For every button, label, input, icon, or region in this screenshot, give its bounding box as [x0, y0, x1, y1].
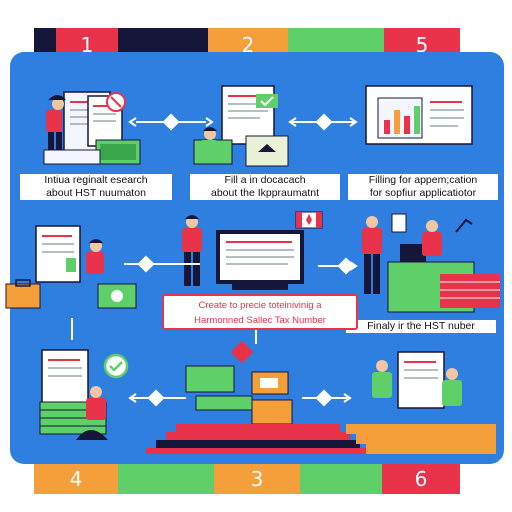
- scene-computer: [182, 211, 323, 290]
- bottom-step-bar: 4 3 6: [34, 464, 460, 494]
- scene-final-number: [346, 351, 496, 454]
- step-6-badge: 6: [382, 464, 460, 494]
- bottom-bar-green: [118, 464, 214, 494]
- step-6-label: 6: [414, 467, 428, 491]
- scene-approval: [39, 349, 129, 440]
- scene-fill-documents: [193, 85, 289, 167]
- connector-2-5: [288, 113, 358, 131]
- caption-step-1: Intiua reginalt esearch about HSТ nuumat…: [20, 174, 172, 200]
- scene-application: [365, 85, 473, 145]
- connector-1-2: [128, 113, 214, 131]
- scene-stacked-blocks: [146, 340, 370, 454]
- scene-compare-docs: [5, 225, 137, 309]
- hst-banner: Create to precie toteinivinig a Harmonne…: [162, 294, 358, 330]
- step-3-badge: 3: [214, 464, 300, 494]
- caption-step-2: Fill a in docacach about the Ikppraumatn…: [190, 174, 340, 200]
- scene-desk-meeting: [362, 213, 500, 313]
- step-3-label: 3: [250, 467, 264, 491]
- step-2-label: 2: [241, 33, 255, 57]
- step-5-label: 5: [415, 33, 429, 57]
- hst-banner-text: Create to precie toteinivinig a Harmonne…: [194, 300, 326, 326]
- step-4-badge: 4: [34, 464, 118, 494]
- caption-step-5: Filling for appem;cation for sopfiur app…: [348, 174, 498, 200]
- connector-bottom-left: [128, 389, 186, 407]
- step-4-label: 4: [69, 467, 83, 491]
- step-1-label: 1: [80, 33, 94, 57]
- caption-step-6: Finaly ir the HST nuber: [346, 320, 496, 333]
- connector-mid-right: [318, 257, 358, 275]
- scene-research: [43, 91, 141, 165]
- connector-mid-left: [124, 255, 200, 273]
- bottom-bar-green-2: [300, 464, 382, 494]
- connector-bottom-right: [302, 389, 352, 407]
